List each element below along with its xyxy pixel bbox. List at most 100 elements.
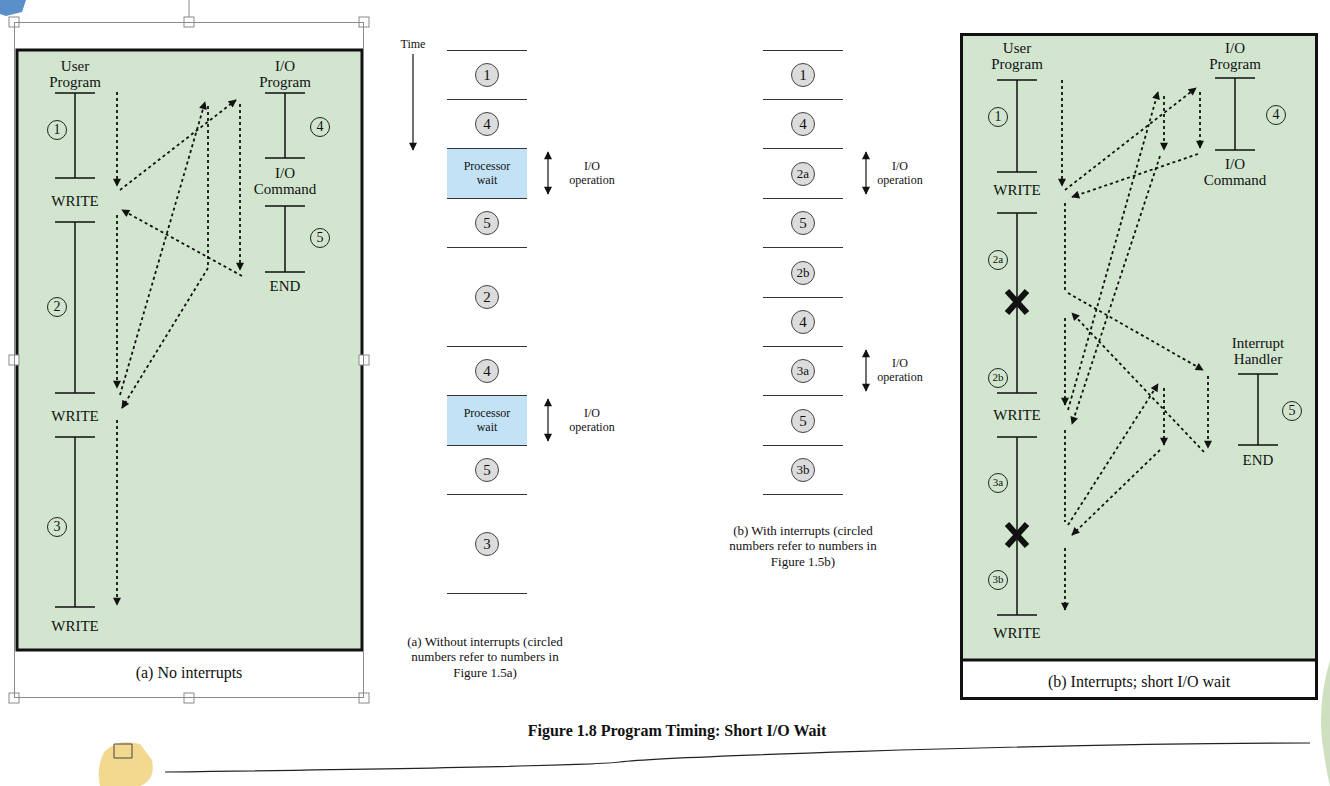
interrupt-mark xyxy=(1007,291,1027,313)
program-label: I/O Program xyxy=(1200,40,1270,73)
program-label: WRITE xyxy=(993,182,1040,199)
program-label: WRITE xyxy=(51,408,98,425)
timeline-cell: 1 xyxy=(763,50,843,100)
timeline-cell: 1 xyxy=(447,50,527,100)
annotation: I/O operation xyxy=(873,159,928,188)
doodle xyxy=(114,744,132,758)
interrupt-mark xyxy=(1007,524,1027,546)
circled-number: 1 xyxy=(791,63,815,87)
doodle xyxy=(1321,660,1330,786)
program-label: I/O Program xyxy=(250,58,320,91)
flow-arrow xyxy=(120,100,236,190)
circled-number: 3b xyxy=(791,458,815,482)
callout-number: 2b xyxy=(988,368,1008,388)
callout-number: 3 xyxy=(47,517,67,537)
flow-arrow xyxy=(1065,88,1196,190)
callout-number: 2 xyxy=(47,297,67,317)
flow-arrow xyxy=(1068,293,1203,370)
hand-drawn-line xyxy=(165,743,1310,772)
program-label: WRITE xyxy=(993,625,1040,642)
flow-arrow xyxy=(1072,450,1160,535)
flow-arrow xyxy=(1072,154,1198,197)
circled-number: 2a xyxy=(791,162,815,186)
timeline-cell: 4 xyxy=(763,99,843,149)
timeline-cell: 3a xyxy=(763,346,843,396)
circled-number: 3 xyxy=(475,532,499,556)
flow-arrow xyxy=(1068,92,1158,410)
figure-caption: Figure 1.8 Program Timing: Short I/O Wai… xyxy=(528,722,827,740)
flow-arrow xyxy=(122,210,242,276)
doodle xyxy=(99,742,153,786)
circled-number: 2 xyxy=(475,285,499,309)
corner-image xyxy=(0,0,26,16)
program-label: User Program xyxy=(40,58,110,91)
flow-arrow xyxy=(1207,376,1209,448)
program-label: WRITE xyxy=(51,193,98,210)
processor-wait-cell: Processor wait xyxy=(447,148,527,199)
program-label: User Program xyxy=(982,40,1052,73)
callout-number: 1 xyxy=(988,107,1008,127)
cell-text: Processor wait xyxy=(456,407,518,435)
flow-arrow xyxy=(239,104,241,270)
flow-line xyxy=(1064,203,1066,290)
flow-arrow xyxy=(1064,318,1066,405)
annotation: Time xyxy=(401,37,426,51)
program-label: Interrupt Handler xyxy=(1223,335,1293,368)
circled-number: 5 xyxy=(475,211,499,235)
program-label: I/O Command xyxy=(250,165,320,198)
circled-number: 4 xyxy=(475,112,499,136)
timeline-cell: 3 xyxy=(447,494,527,594)
callout-number: 5 xyxy=(310,228,330,248)
selection-handle xyxy=(359,355,369,365)
annotation: I/O operation xyxy=(565,159,620,188)
green-panel xyxy=(17,50,362,650)
program-label: END xyxy=(270,278,301,295)
panel-caption: (a) No interrupts xyxy=(136,664,243,682)
io-span-arrow xyxy=(865,152,866,194)
flow-arrow xyxy=(1064,548,1066,610)
callout-number: 2a xyxy=(988,250,1008,270)
circled-number: 5 xyxy=(475,458,499,482)
io-span-arrow xyxy=(547,399,548,441)
selection-handle xyxy=(359,693,369,703)
program-label: END xyxy=(1243,452,1274,469)
flow-arrow xyxy=(1163,96,1165,150)
timeline-cell: 5 xyxy=(447,198,527,248)
circled-number: 5 xyxy=(791,409,815,433)
flow-arrow xyxy=(1072,313,1204,452)
flow-arrow xyxy=(120,102,205,395)
program-line xyxy=(55,93,305,607)
timeline-cell: 4 xyxy=(763,297,843,347)
io-span-arrow xyxy=(547,152,548,194)
selection-handles xyxy=(9,17,369,703)
circled-number: 4 xyxy=(791,112,815,136)
flow-group xyxy=(1062,80,1208,610)
flow-arrow xyxy=(1072,156,1160,424)
circled-number: 2b xyxy=(791,261,815,285)
timeline-cell: 5 xyxy=(763,198,843,248)
flow-arrow xyxy=(122,106,208,408)
flow-arrow xyxy=(116,92,118,186)
flow-arrow xyxy=(116,420,118,605)
timeline-caption: (b) With interrupts (circled numbers ref… xyxy=(721,523,886,570)
timeline-cell: 4 xyxy=(447,346,527,396)
callout-number: 1 xyxy=(47,120,67,140)
figure-panel: (a) No interrupts xyxy=(14,22,364,698)
callout-number: 3a xyxy=(988,473,1008,493)
timeline-cell: 3b xyxy=(763,445,843,495)
flow-group xyxy=(117,92,242,605)
callout-number: 4 xyxy=(1266,105,1286,125)
flow-arrow xyxy=(1163,388,1165,445)
timeline-cell: 2 xyxy=(447,247,527,347)
flow-arrow xyxy=(1199,92,1201,148)
caption-divider xyxy=(960,659,1318,662)
timeline-cell: 2a xyxy=(763,148,843,199)
cell-text: Processor wait xyxy=(456,160,518,188)
flow-line xyxy=(1064,430,1066,522)
circled-number: 3a xyxy=(791,359,815,383)
io-span-arrow xyxy=(865,350,866,391)
processor-wait-cell: Processor wait xyxy=(447,395,527,446)
callout-number: 4 xyxy=(310,117,330,137)
green-panel xyxy=(963,36,1315,660)
